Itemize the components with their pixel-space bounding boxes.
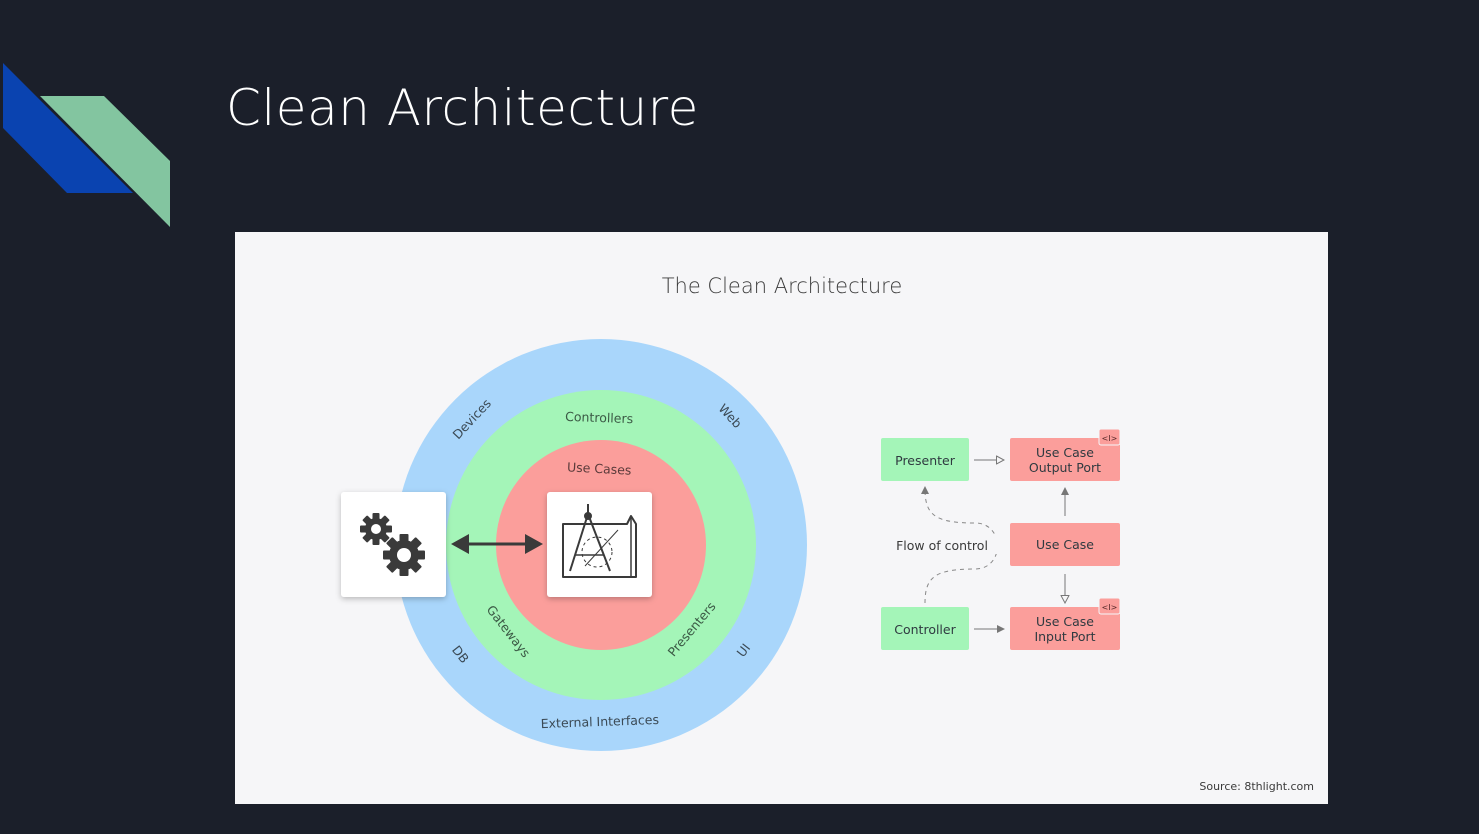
- drafting-compass-icon: [562, 504, 637, 578]
- corner-decoration: [3, 63, 170, 227]
- slide-title: Clean Architecture: [226, 79, 699, 137]
- decoration-blue-stripe: [3, 63, 133, 193]
- output-port-interface-tag-text: <I>: [1102, 434, 1118, 443]
- input-port-label-line2: Input Port: [1034, 629, 1095, 644]
- controller-label: Controller: [894, 622, 956, 637]
- compass-card: [547, 492, 652, 597]
- use-case-box: Use Case: [1010, 523, 1120, 566]
- presenter-label: Presenter: [895, 453, 956, 468]
- label-external-interfaces: External Interfaces: [540, 712, 659, 731]
- output-port-interface-tag: [1098, 428, 1121, 446]
- gears-card: [341, 492, 446, 597]
- presenter-box: Presenter: [881, 438, 969, 481]
- gears-icon: [360, 513, 425, 576]
- input-port-box: Use Case Input Port <I>: [1010, 597, 1121, 650]
- flow-diagram: Presenter Use Case Output Port <I> Use C…: [881, 428, 1121, 650]
- decoration-green-stripe: [40, 96, 170, 227]
- input-port-interface-tag-text: <I>: [1102, 603, 1118, 612]
- double-arrow-icon: [451, 534, 543, 554]
- label-controllers: Controllers: [565, 409, 633, 426]
- use-case-label: Use Case: [1036, 537, 1094, 552]
- clean-architecture-figure: The Clean Architecture Devices Web DB UI…: [235, 232, 1328, 804]
- output-port-label-line1: Use Case: [1036, 445, 1094, 460]
- figure-canvas: The Clean Architecture Devices Web DB UI…: [341, 274, 1314, 793]
- flow-of-control-label: Flow of control: [896, 538, 988, 553]
- label-use-cases: Use Cases: [567, 459, 632, 477]
- output-port-box: Use Case Output Port <I>: [1010, 428, 1121, 481]
- input-port-interface-tag: [1098, 597, 1121, 615]
- flow-of-control-arrowhead: [921, 486, 929, 494]
- controller-box: Controller: [881, 607, 969, 650]
- figure-title: The Clean Architecture: [662, 274, 903, 298]
- source-credit: Source: 8thlight.com: [1199, 780, 1314, 793]
- input-port-label-line1: Use Case: [1036, 614, 1094, 629]
- output-port-label-line2: Output Port: [1029, 460, 1101, 475]
